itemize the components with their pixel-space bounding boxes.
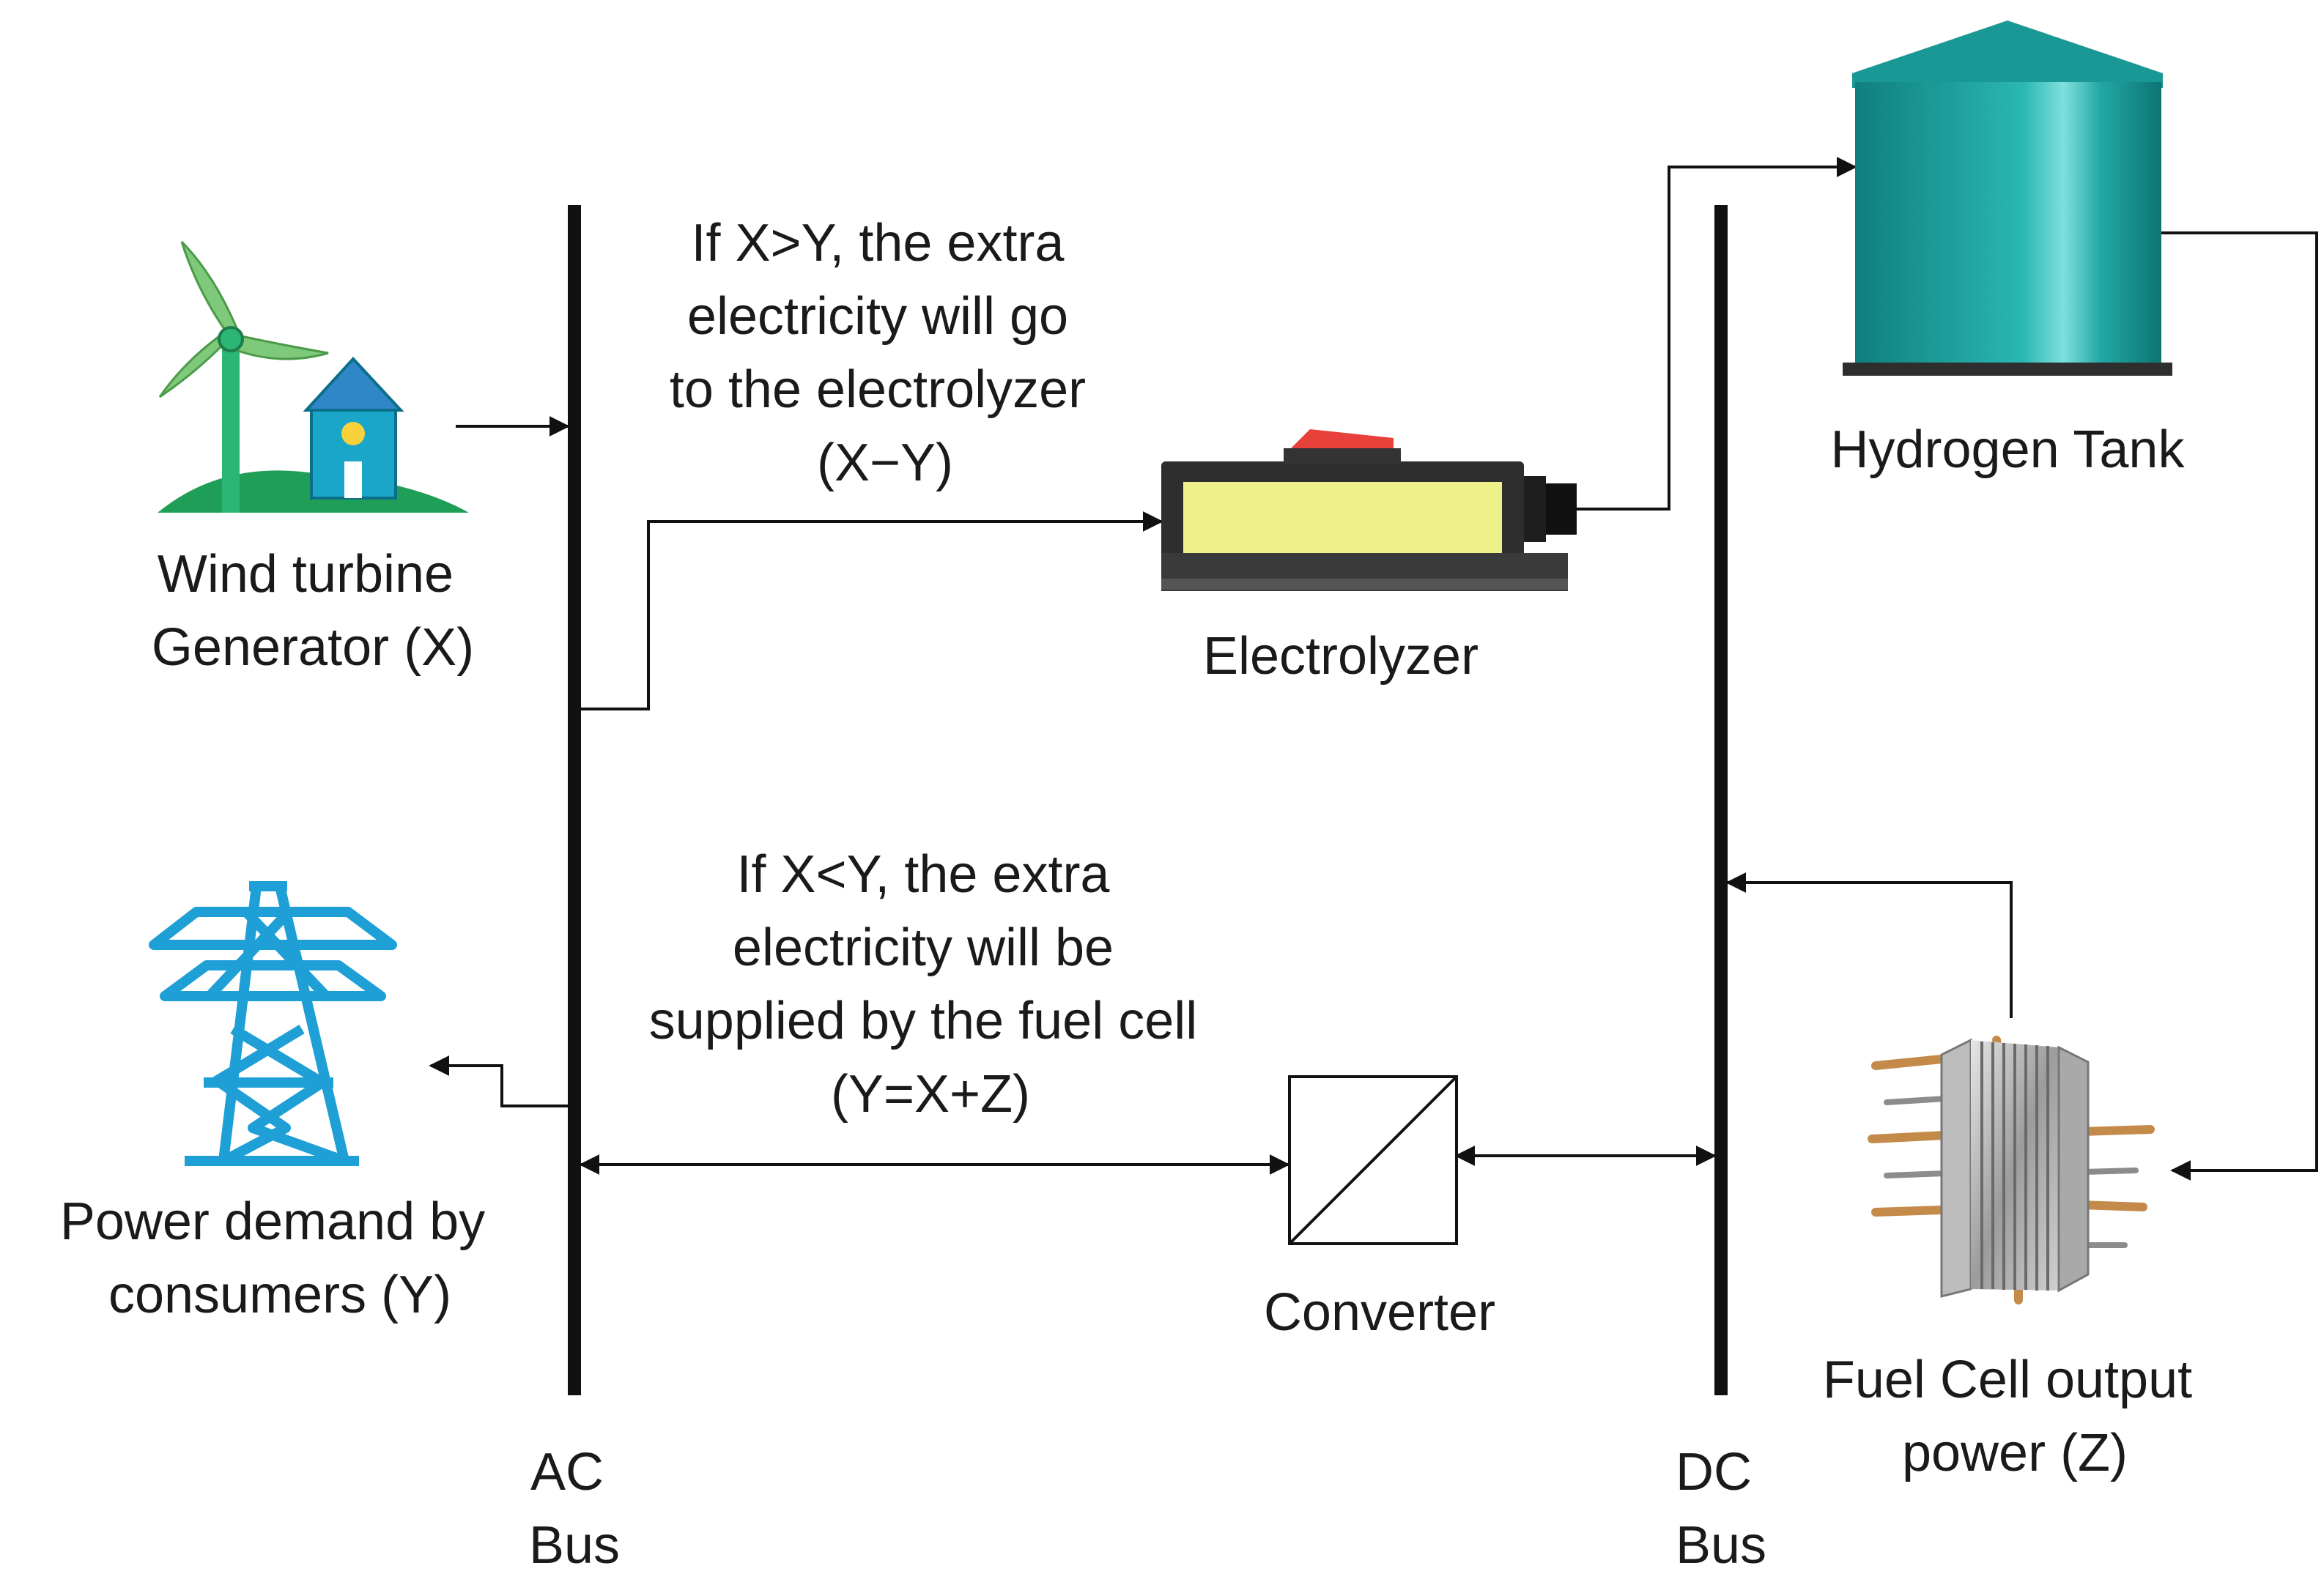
ac-bus-label: AC Bus	[529, 1443, 620, 1574]
dc-ac-converter-icon	[1288, 1075, 1458, 1245]
deficit-electricity-note: If X<Y, the extra electricity will be su…	[649, 845, 1213, 1124]
electrolyzer-label: Electrolyzer	[1203, 627, 1479, 686]
hydrogen-tank-icon	[1843, 21, 2172, 376]
hydrogen-tank-label: Hydrogen Tank	[1831, 420, 2186, 479]
fuel-cell-label: Fuel Cell output power (Z)	[1823, 1351, 2207, 1482]
transmission-tower-icon	[149, 881, 397, 1166]
excess-electricity-note: If X>Y, the extra electricity will go to…	[670, 214, 1100, 492]
electrolyzer-device-icon	[1161, 429, 1577, 591]
arrow-fuel-cell-to-dc-bus	[1725, 872, 2013, 1018]
wind-turbine-label: Wind turbine Generator (X)	[152, 545, 474, 677]
arrow-tank-to-fuel-cell	[2161, 231, 2318, 1181]
arrow-ac-bus-to-electrolyzer	[581, 511, 1163, 710]
wind-turbine-house-icon	[158, 240, 469, 513]
arrow-ac-bus-to-demand	[429, 1055, 568, 1107]
converter-label: Converter	[1264, 1283, 1495, 1342]
dc-bus-bar	[1714, 205, 1728, 1395]
ac-bus-bar	[568, 205, 581, 1395]
dc-bus-label: DC Bus	[1676, 1443, 1766, 1574]
connector-lines	[429, 157, 2318, 1181]
power-demand-label: Power demand by consumers (Y)	[60, 1192, 500, 1324]
arrow-electrolyzer-to-tank	[1575, 157, 1857, 511]
fuel-cell-stack-icon	[1868, 1036, 2155, 1304]
